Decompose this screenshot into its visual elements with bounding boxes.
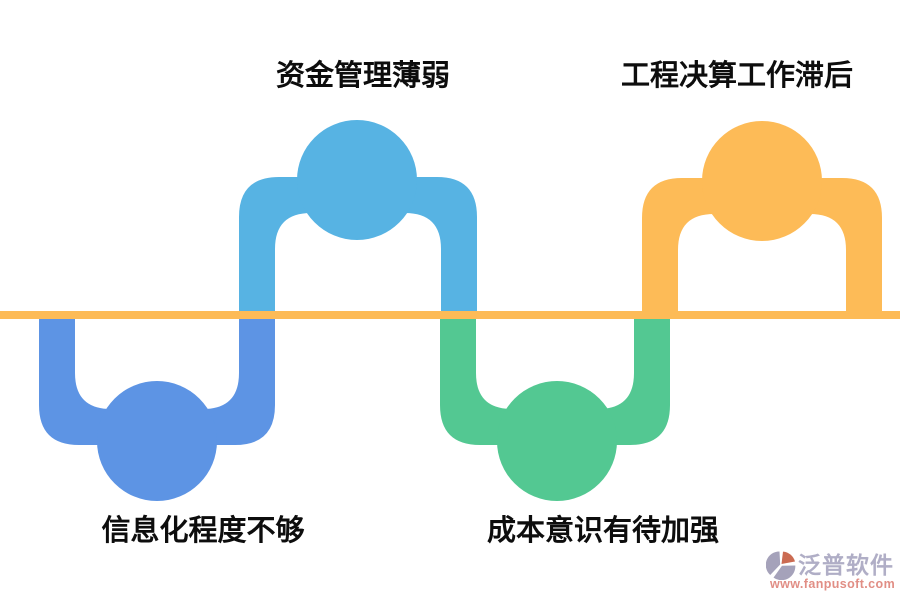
label-info-level: 信息化程度不够 [101, 515, 305, 547]
timeline-baseline [0, 311, 900, 319]
fanpu-logo-icon [766, 551, 796, 580]
node-circle-final-accounts [702, 121, 822, 241]
arch-info-level [39, 311, 275, 445]
node-circle-fund-mgmt [297, 120, 417, 240]
label-final-accounts: 工程决算工作滞后 [620, 60, 854, 92]
node-circle-cost-awareness [497, 381, 617, 501]
arch-cost-awareness [440, 311, 670, 445]
arch-final-accounts [642, 178, 882, 319]
brand-name: 泛普软件 [798, 552, 894, 578]
label-fund-mgmt: 资金管理薄弱 [275, 60, 451, 92]
brand-watermark: 泛普软件 www.fanpusoft.com [766, 550, 895, 591]
node-circle-info-level [97, 381, 217, 501]
brand-url: www.fanpusoft.com [770, 577, 896, 591]
label-cost-awareness: 成本意识有待加强 [486, 515, 720, 547]
arch-fund-mgmt [239, 177, 477, 319]
